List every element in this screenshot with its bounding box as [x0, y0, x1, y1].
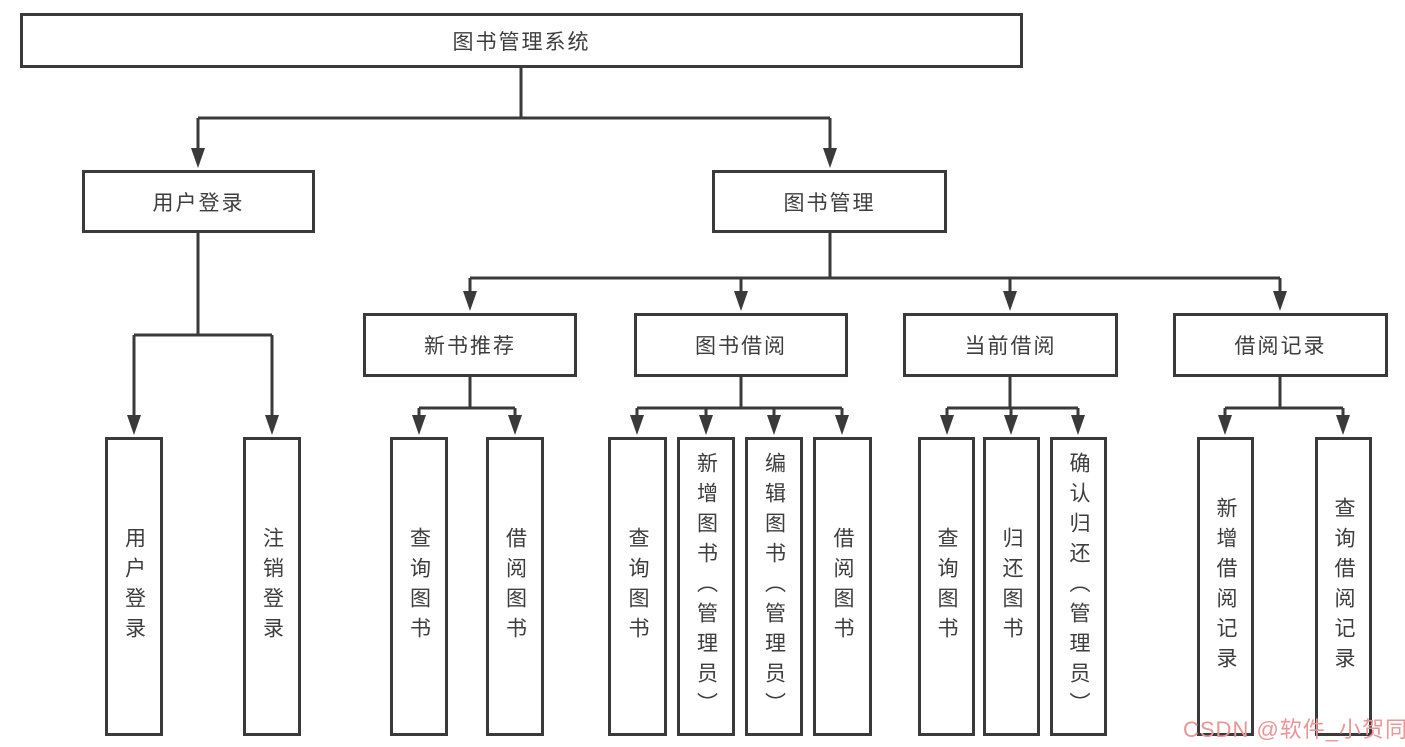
leaf-query-borrow-record: 查询借阅记录 — [1315, 437, 1372, 736]
leaf-query-books-current: 查询图书 — [918, 437, 975, 736]
leaf-user-login: 用户登录 — [105, 437, 163, 736]
arrowheads — [127, 148, 1350, 435]
leaf-confirm-return-admin: 确认归还（管理员） — [1050, 437, 1107, 736]
node-current-borrowing: 当前借阅 — [903, 313, 1118, 377]
leaf-borrow-books: 借阅图书 — [813, 437, 872, 736]
leaf-query-books-recommend: 查询图书 — [390, 437, 448, 736]
watermark: CSDN @软件_小贺同学 — [1183, 717, 1405, 742]
leaf-logout: 注销登录 — [243, 437, 301, 736]
connector-path — [132, 68, 1345, 419]
leaf-edit-books-admin: 编辑图书（管理员） — [745, 437, 803, 736]
node-new-book-recommend: 新书推荐 — [363, 313, 577, 377]
leaf-return-books: 归还图书 — [983, 437, 1040, 736]
node-library-system: 图书管理系统 — [20, 13, 1023, 68]
node-book-management: 图书管理 — [712, 170, 947, 233]
node-user-login: 用户登录 — [82, 170, 315, 233]
leaf-add-books-admin: 新增图书（管理员） — [677, 437, 735, 736]
leaf-add-borrow-record: 新增借阅记录 — [1197, 437, 1254, 736]
leaf-borrow-books-recommend: 借阅图书 — [486, 437, 544, 736]
leaf-query-books-borrow: 查询图书 — [608, 437, 667, 736]
node-borrow-records: 借阅记录 — [1173, 313, 1388, 377]
node-book-borrowing: 图书借阅 — [634, 313, 848, 377]
